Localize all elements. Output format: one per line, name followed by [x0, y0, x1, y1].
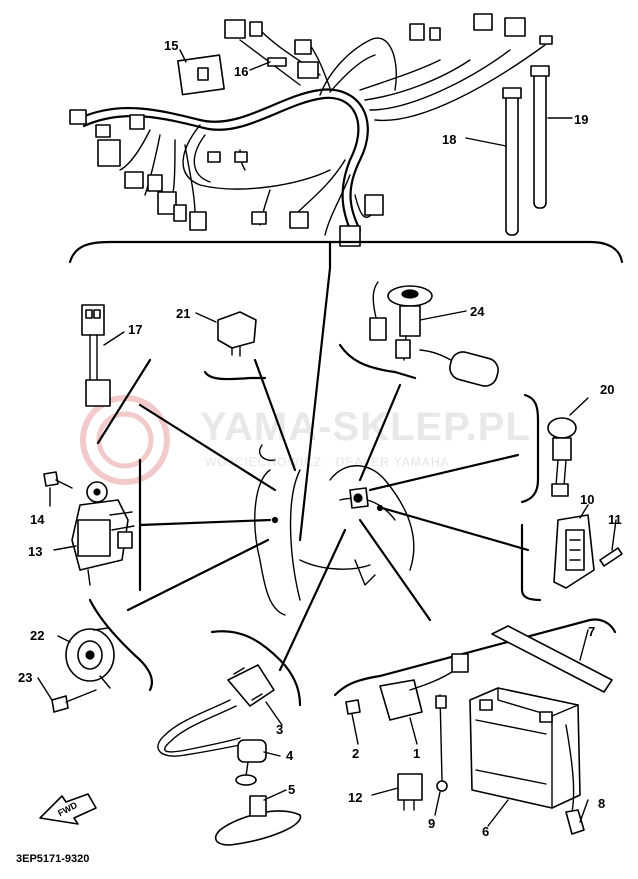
part-20 — [547, 417, 577, 497]
part-7 — [491, 625, 613, 693]
wire-harness — [68, 13, 624, 270]
callout-15: 15 — [164, 38, 178, 53]
watermark-subtitle: WOJCIECHOWICZ · DEALER YAMAHA — [205, 455, 450, 469]
part-9 — [435, 694, 448, 792]
callout-labels: 15 16 18 19 17 21 24 20 10 11 14 13 22 2… — [18, 38, 622, 839]
watermark-title: YAMA-SKLEP.PL — [200, 405, 531, 449]
callout-23: 23 — [18, 670, 32, 685]
part-12 — [397, 773, 423, 811]
callout-8: 8 — [598, 796, 605, 811]
callout-24: 24 — [470, 304, 485, 319]
callout-leaders — [37, 49, 617, 827]
callout-16: 16 — [234, 64, 248, 79]
part-1 — [379, 653, 469, 721]
callout-7: 7 — [588, 624, 595, 639]
part-17 — [81, 304, 111, 407]
leader-lines — [126, 266, 530, 672]
part-6 — [469, 687, 581, 809]
cable-straps — [502, 65, 550, 236]
callout-21: 21 — [176, 306, 190, 321]
part-11 — [599, 547, 623, 567]
diagram-code: 3EP5171-9320 — [16, 853, 89, 865]
part-5 — [214, 795, 302, 846]
part-23 — [51, 689, 97, 713]
part-14 — [43, 471, 73, 489]
part-10 — [553, 514, 595, 589]
watermark: YAMA-SKLEP.PL WOJCIECHOWICZ · DEALER YAM… — [80, 395, 531, 485]
callout-17: 17 — [128, 322, 142, 337]
part-2 — [345, 699, 361, 715]
callout-11: 11 — [608, 512, 622, 527]
callout-2: 2 — [352, 746, 359, 761]
callout-6: 6 — [482, 824, 489, 839]
part-8 — [565, 724, 585, 835]
part-21 — [217, 311, 257, 357]
callout-20: 20 — [600, 382, 614, 397]
callout-5: 5 — [288, 782, 295, 797]
callout-10: 10 — [580, 492, 594, 507]
part-24 — [369, 281, 499, 387]
part-3 — [157, 664, 275, 757]
callout-18: 18 — [442, 132, 456, 147]
part-4 — [235, 739, 267, 786]
frame-outline — [254, 444, 415, 616]
callout-3: 3 — [276, 722, 283, 737]
callout-22: 22 — [30, 628, 44, 643]
callout-19: 19 — [574, 112, 588, 127]
callout-12: 12 — [348, 790, 362, 805]
callout-1: 1 — [413, 746, 420, 761]
part-13 — [71, 481, 135, 586]
callout-9: 9 — [428, 816, 435, 831]
fwd-arrow-icon: FWD — [39, 793, 97, 825]
callout-13: 13 — [28, 544, 42, 559]
part-22 — [65, 627, 115, 689]
callout-14: 14 — [30, 512, 45, 527]
callout-4: 4 — [286, 748, 294, 763]
group-brackets — [88, 343, 617, 707]
